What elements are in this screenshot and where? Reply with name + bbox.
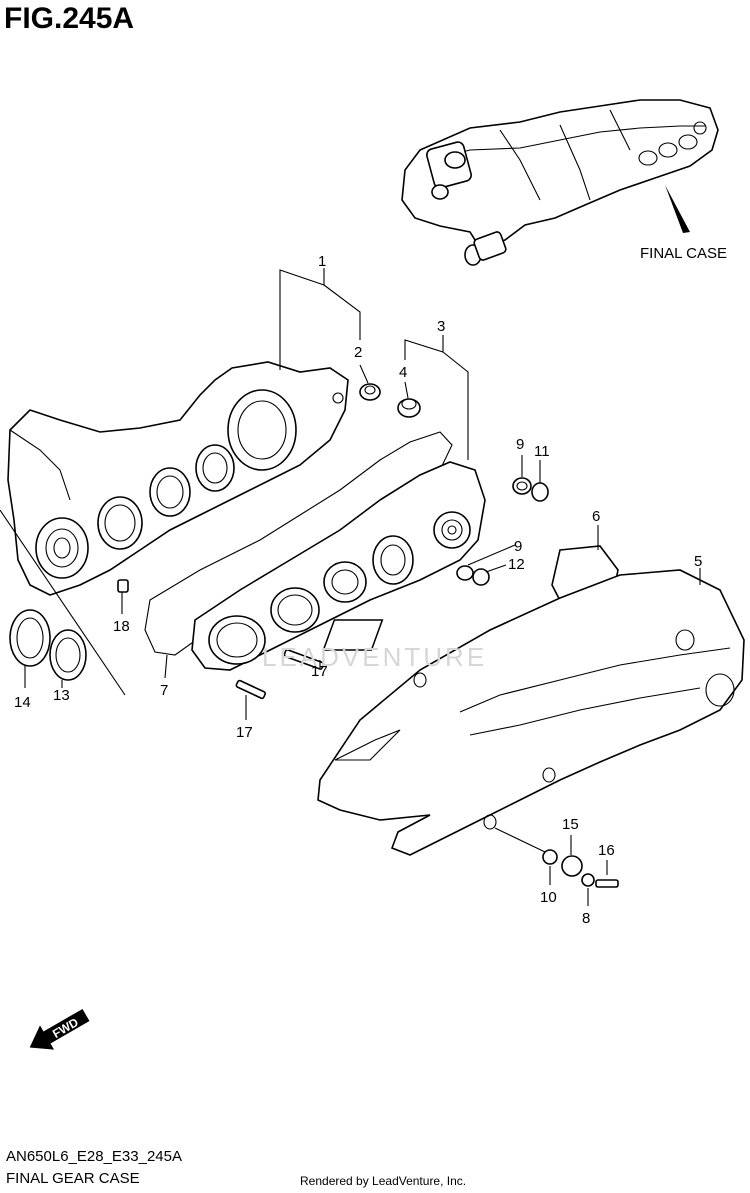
callout-9-lower: 9: [514, 538, 522, 555]
callout-17-upper: 17: [311, 663, 328, 680]
watermark-text: LEADVENTURE: [262, 642, 487, 672]
reference-arrow-icon: [665, 185, 690, 233]
callout-17-lower: 17: [236, 724, 253, 741]
callout-15: 15: [562, 816, 579, 833]
bearing-part-13: [49, 629, 87, 681]
fwd-arrow-icon: FWD: [29, 1008, 90, 1050]
callout-6: 6: [592, 508, 600, 525]
bolt-part-17-upper: [283, 649, 325, 670]
render-credit: Rendered by LeadVenture, Inc.: [300, 1174, 467, 1188]
figure-code: AN650L6_E28_E33_245A: [6, 1148, 182, 1165]
final-gear-case-part-1: [7, 361, 349, 596]
collar-part-10: [542, 849, 558, 865]
callout-16: 16: [598, 842, 615, 859]
leader-lines: [0, 268, 701, 906]
callout-8: 8: [582, 910, 590, 927]
washer-part-8: [581, 873, 595, 887]
figure-title: FIG.245A: [4, 2, 135, 35]
callout-4: 4: [399, 364, 407, 381]
final-case-reference-drawing: [401, 99, 719, 266]
case-cover-part-3: [191, 461, 486, 671]
callout-3: 3: [437, 318, 445, 335]
callout-2: 2: [354, 344, 362, 361]
final-case-label: FINAL CASE: [640, 245, 727, 262]
callout-10: 10: [540, 889, 557, 906]
callout-7: 7: [160, 682, 168, 699]
o-ring-part-9-upper: [512, 477, 532, 495]
callout-5: 5: [694, 553, 702, 570]
dowel-part-4: [397, 398, 421, 418]
callout-13: 13: [53, 687, 70, 704]
callout-1: 1: [318, 253, 326, 270]
callout-9-upper: 9: [516, 436, 524, 453]
plug-part-12: [472, 568, 490, 586]
grommet-part-15: [561, 855, 583, 877]
plug-part-11: [531, 482, 549, 502]
callout-11: 11: [534, 443, 550, 460]
callout-12: 12: [508, 556, 525, 573]
callout-14: 14: [14, 694, 31, 711]
pin-part-18: [117, 579, 129, 593]
case-cover-part-5: [317, 569, 745, 856]
callout-18: 18: [113, 618, 130, 635]
figure-name: FINAL GEAR CASE: [6, 1170, 140, 1187]
bolt-part-16: [595, 879, 619, 888]
bolt-part-17-lower: [235, 679, 267, 700]
bushing-part-2: [359, 383, 381, 401]
oil-seal-part-14: [9, 609, 51, 667]
o-ring-part-9-lower: [456, 565, 474, 581]
